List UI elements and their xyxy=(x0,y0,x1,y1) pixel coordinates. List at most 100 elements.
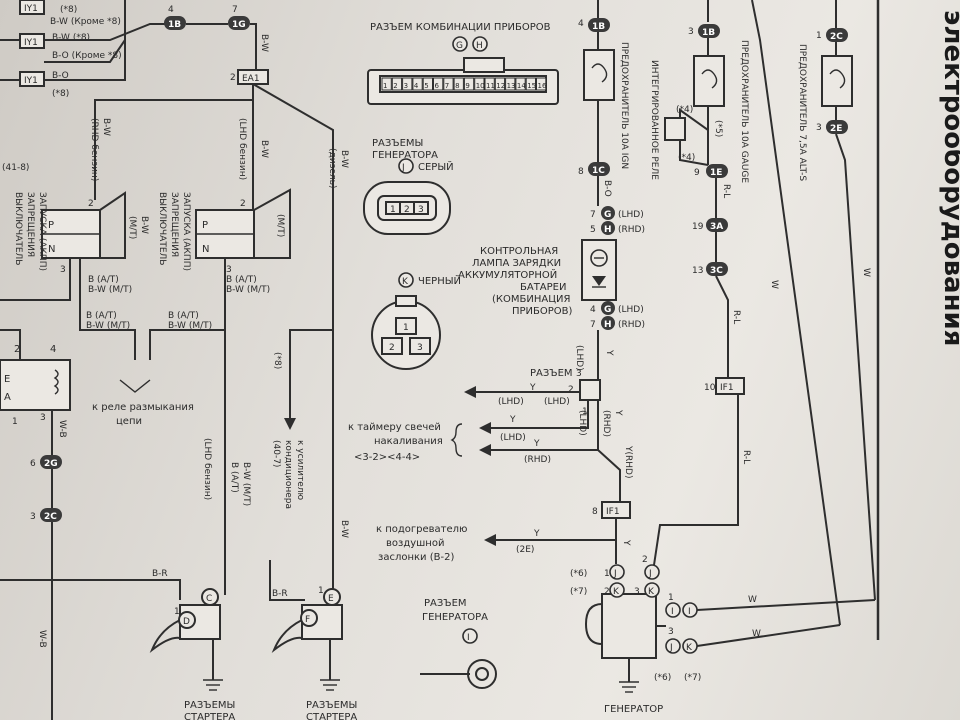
wire-label-bw-5: B-W xyxy=(139,216,149,234)
iy1-label-c: IY1 xyxy=(24,76,38,86)
brace-icon xyxy=(450,423,463,457)
fuse-alts-label: ПРЕДОХРАНИТЕЛЬ 7,5А ALT-S xyxy=(797,44,807,181)
wire-label-wb-1: W-B xyxy=(57,420,67,438)
pinnum-4-1b: 4 xyxy=(578,19,584,29)
wire-label-rl-3: R-L xyxy=(741,450,751,464)
wire-label-bw-6: B-W xyxy=(339,520,349,538)
generator-pulley-icon xyxy=(584,603,603,645)
pinnum-3-2c: 3 xyxy=(30,512,36,522)
gen-pin-j3-text: J xyxy=(669,643,673,653)
connector-k-tab xyxy=(395,295,417,307)
switch2-title-2: ЗАПРЕЩЕНИЯ xyxy=(169,192,179,257)
gen-conn-title-1: РАЗЪЕМЫ xyxy=(372,138,423,149)
pinnum-9: 9 xyxy=(694,168,700,178)
lamp-label-5: (КОМБИНАЦИЯ xyxy=(492,294,570,305)
connector-pin-cell xyxy=(474,77,485,91)
generator-body xyxy=(601,593,657,659)
connector-pin-cell xyxy=(484,77,495,91)
wire-label-x4-2: (*4) xyxy=(678,153,695,163)
pinnum-2-j: 2 xyxy=(642,555,648,565)
wire-label-y-3: Y xyxy=(509,415,516,425)
conn-gh-h xyxy=(472,36,488,52)
iy1-label-b: IY1 xyxy=(24,38,38,48)
connector-pin-number: 13 xyxy=(507,82,516,90)
conn-k-pin1 xyxy=(395,317,417,335)
relay-a: A xyxy=(4,392,11,403)
wire-label-lhd-5: (LHD) xyxy=(544,397,570,407)
connector-3-body xyxy=(579,379,601,401)
label-lhd-petrol-2: (LHD бензин) xyxy=(202,438,212,500)
connector-pin-number: 6 xyxy=(435,82,440,90)
pin-c-text: C xyxy=(206,594,212,604)
charge-lamp-body xyxy=(581,239,617,301)
pin-2g xyxy=(40,455,62,469)
connector-pin-cell xyxy=(536,77,547,91)
wire-left-edge xyxy=(0,329,21,360)
wire-timer-lhd xyxy=(490,400,589,429)
connector-pin-number: 15 xyxy=(527,82,536,90)
wire-label-bw-kr: B-W (Кроме *8) xyxy=(50,17,121,27)
wire-label-x8-3: (*8) xyxy=(272,352,282,369)
junction-if1-a-label: IF1 xyxy=(606,507,620,517)
switch1-title-1: ВЫКЛЮЧАТЕЛЬ xyxy=(13,192,23,265)
pinnum-3-1b: 3 xyxy=(688,27,694,37)
pin-2g-text: 2G xyxy=(44,459,58,469)
wire-label-bw-mt-5: B-W (M/T) xyxy=(241,462,251,506)
arrow-left-icon-3 xyxy=(479,444,491,456)
wire-label-lhd-6: (LHD) xyxy=(500,433,526,443)
relay-arrow-shape xyxy=(119,379,151,393)
gen-pin-j1-text: J xyxy=(613,569,617,579)
pinnum-3-2e: 3 xyxy=(816,123,822,133)
wire-w-to-alts xyxy=(696,599,876,611)
to-heater-label-3: заслонки (B-2) xyxy=(378,552,454,563)
lamp-label-3: АККУМУЛЯТОРНОЙ xyxy=(458,268,557,281)
wire-if1-gen-rl xyxy=(653,394,739,566)
wire-label-x7-1: (*7) xyxy=(570,587,587,597)
wire-label-br-1: B-R xyxy=(152,569,168,579)
fuse-gauge-body xyxy=(693,55,725,107)
pin-h-a-text: H xyxy=(604,225,612,235)
junction-ea1-label: EA1 xyxy=(242,74,260,84)
pin-g-a xyxy=(601,206,615,220)
wire-label-b-at-1: B (A/T) xyxy=(88,275,119,285)
to-heater-label-2: воздушной xyxy=(386,538,444,549)
ring-terminal-hole xyxy=(475,667,489,681)
wire-label-y-5: Y xyxy=(613,409,623,416)
starter2-terminal xyxy=(271,619,303,654)
relay-coil-icon xyxy=(53,369,59,395)
starter-connector-2: B-R B-W E F 1 РАЗЪЕМЫ СТАРТЕРА xyxy=(269,520,357,720)
wire-label-x8: (*8) xyxy=(60,5,77,15)
pinnum-5-h: 5 xyxy=(590,225,596,235)
to-timer-label-1: к таймеру свечей xyxy=(348,422,441,433)
conn-gh-h-text: H xyxy=(476,41,483,51)
instrument-connector-title: РАЗЪЕМ КОМБИНАЦИИ ПРИБОРОВ xyxy=(370,22,551,33)
arrow-left-icon-1 xyxy=(464,386,476,398)
inhibitor-switch-1: P N 2 3 (M/T) B-W ВЫКЛЮЧАТЕЛЬ ЗАПРЕЩЕНИЯ… xyxy=(0,191,149,360)
pin-1c xyxy=(588,162,610,176)
pin-2e-text: 2E xyxy=(830,124,842,134)
pin-e-text: E xyxy=(328,594,334,604)
conn-gray-label: СЕРЫЙ xyxy=(418,160,454,173)
fuse-ign-label: ПРЕДОХРАНИТЕЛЬ 10А IGN xyxy=(619,42,629,169)
gen-pin-j2 xyxy=(644,564,660,580)
gen-pin-j1 xyxy=(609,564,625,580)
pinnum-6: 6 xyxy=(30,459,36,469)
pinnum-1-j: 1 xyxy=(604,569,610,579)
wire-label-x6-2: (*6) xyxy=(654,673,671,683)
fuse-alts-icon xyxy=(829,69,846,89)
arrow-down-icon xyxy=(284,418,296,430)
wire-label-w-3: W xyxy=(769,280,779,289)
gen-pin-i1-text: I xyxy=(671,607,674,617)
left-relay: 2 4 E A 1 3 xyxy=(0,344,71,455)
conn-j-pin3-num: 3 xyxy=(418,205,424,215)
wire-to-ea1 xyxy=(250,23,257,70)
junction-if1-b-label: IF1 xyxy=(720,383,734,393)
conn-gh-g-text: G xyxy=(456,41,463,51)
pin-1e-text: 1E xyxy=(710,168,722,178)
pin-2c-a xyxy=(826,28,848,42)
connector-pin-number: 7 xyxy=(445,82,449,90)
relay-cutoff-arrows: к реле размыкания цепи xyxy=(92,379,194,427)
label-rhd-petrol: (RHD бензин) xyxy=(89,118,99,181)
